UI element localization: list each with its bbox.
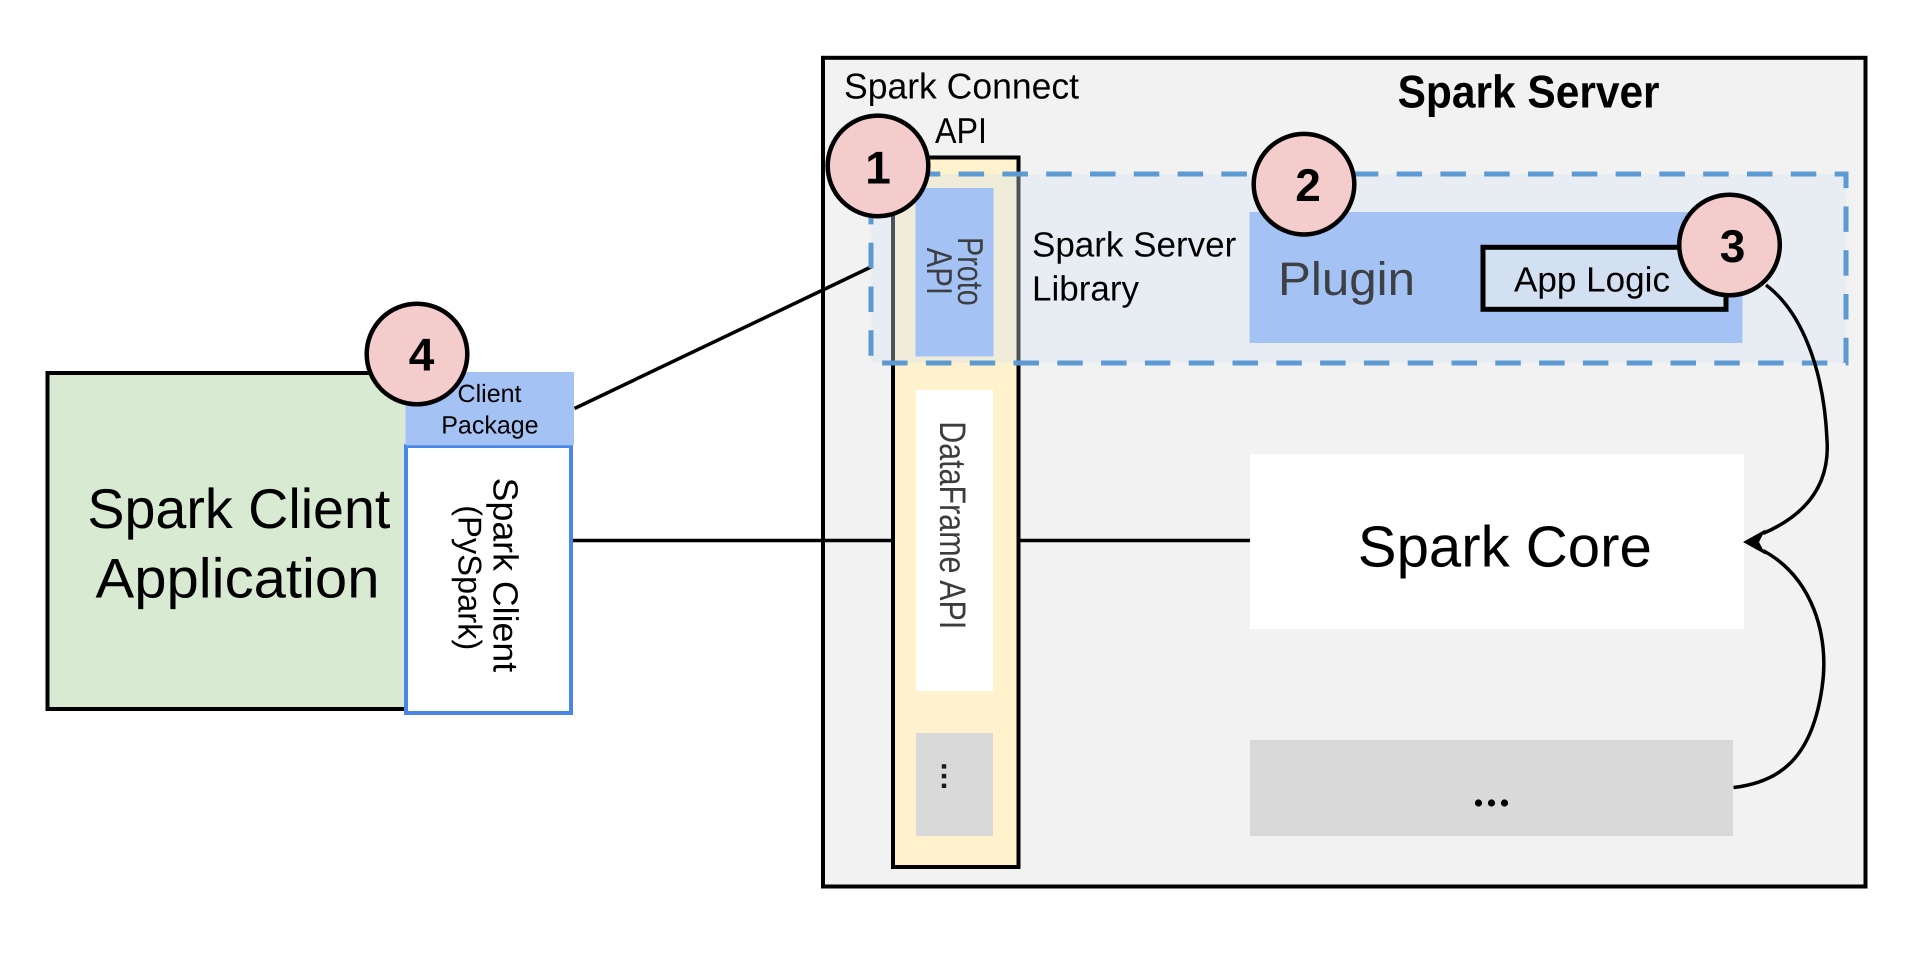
svg-text:Spark Connect: Spark Connect [844,66,1079,107]
svg-text:Client: Client [458,380,522,408]
svg-text:Proto: Proto [950,237,991,306]
svg-text:3: 3 [1720,220,1746,272]
svg-text:1: 1 [865,141,891,193]
svg-text:Application: Application [96,547,380,610]
svg-text:App Logic: App Logic [1514,260,1670,299]
svg-text:API: API [919,248,960,295]
svg-text:Library: Library [1032,270,1139,309]
svg-text:Spark Client: Spark Client [87,477,390,540]
svg-text:Spark Server: Spark Server [1032,225,1237,264]
svg-text:API: API [935,110,987,151]
svg-text:Plugin: Plugin [1278,252,1415,305]
svg-text:4: 4 [409,329,435,381]
svg-text:2: 2 [1295,159,1321,211]
svg-text:(PySpark): (PySpark) [452,505,489,650]
svg-text:Spark Client: Spark Client [486,478,525,673]
svg-text:Spark Core: Spark Core [1358,515,1652,580]
svg-text:Package: Package [441,411,538,439]
svg-text:DataFrame API: DataFrame API [932,421,973,629]
svg-text:Spark Server: Spark Server [1398,66,1660,118]
